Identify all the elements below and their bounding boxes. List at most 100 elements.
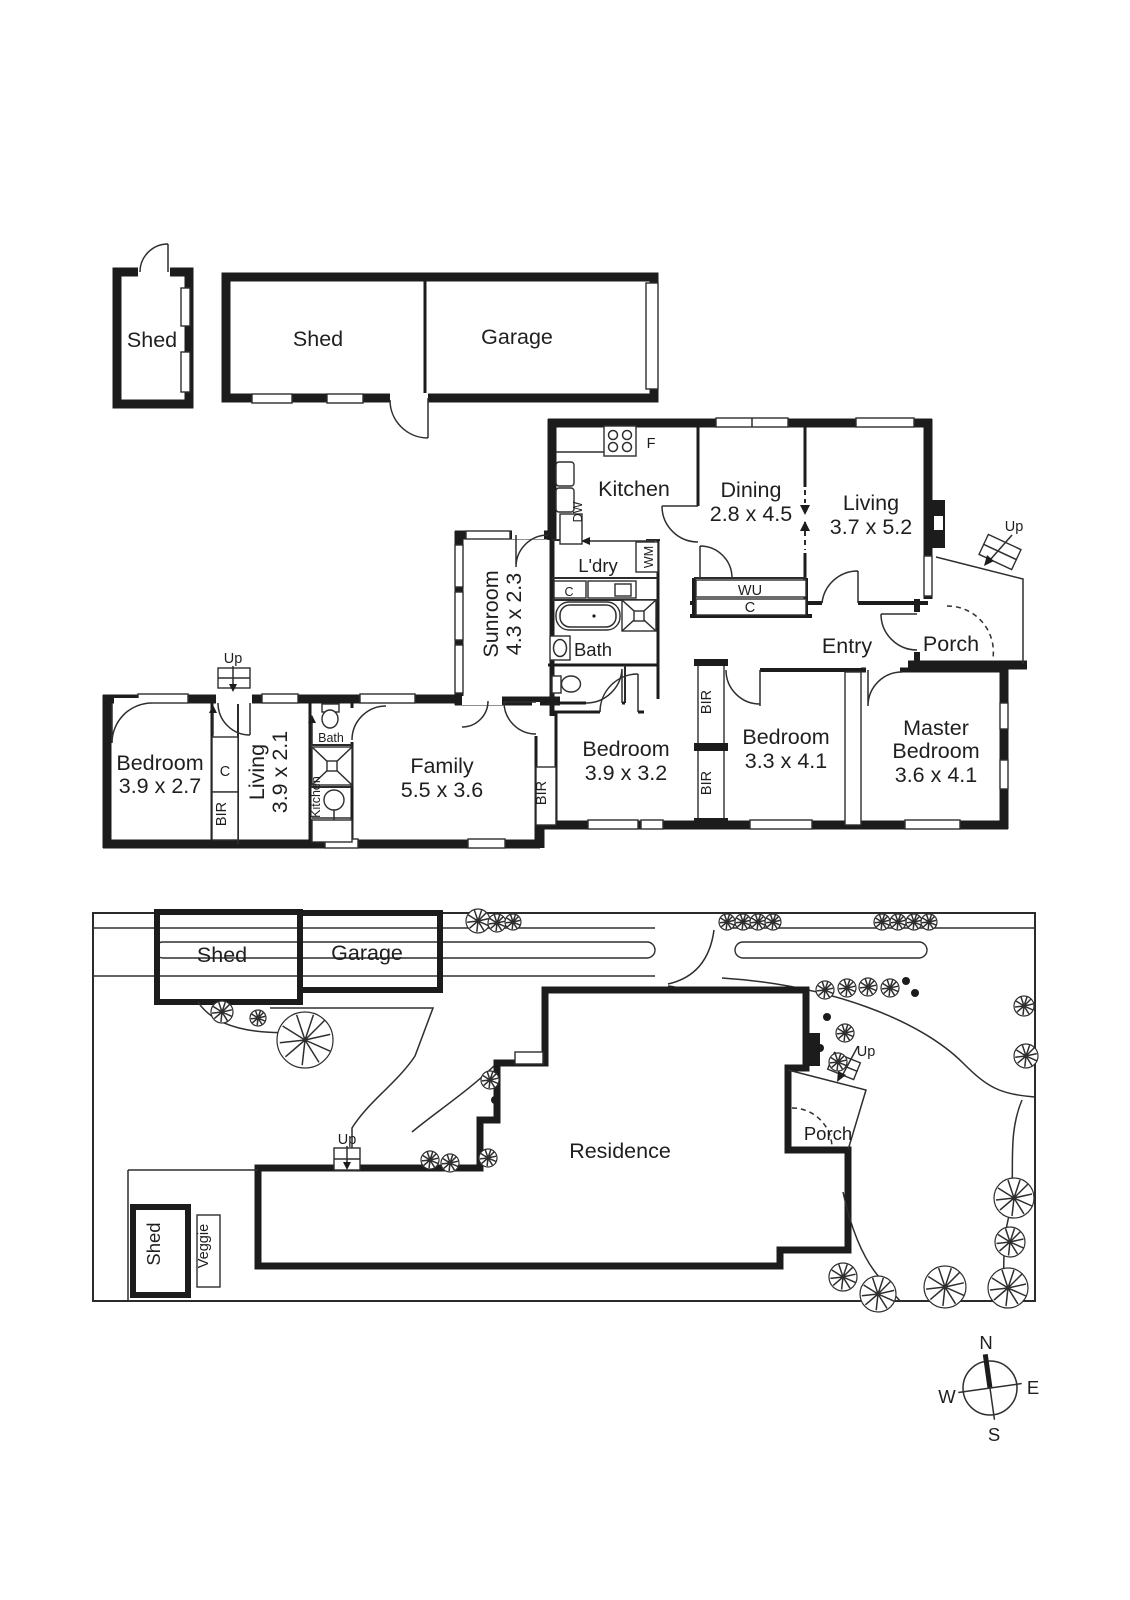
fixture-label-bir: BIR — [534, 781, 550, 805]
floor-plan-windows — [137, 417, 1009, 849]
shed-small-window — [180, 287, 191, 327]
compass-needle-south — [989, 1387, 996, 1420]
floor-plan-doors — [111, 505, 995, 745]
washing-machine — [635, 541, 659, 573]
laundry-cupboard — [553, 580, 587, 599]
dim-label-bedroom3: 3.3 x 4.1 — [745, 749, 827, 773]
bench2 — [311, 819, 353, 843]
dishwasher — [559, 513, 583, 545]
fixture-label-bir: BIR — [699, 690, 715, 714]
shed-window — [326, 393, 364, 404]
site-porch-outline — [787, 1069, 867, 1151]
site-shed-bottom-outline — [130, 1204, 191, 1298]
room-label-bath2: Bath — [318, 731, 344, 745]
room-label-living2: Living — [245, 744, 269, 800]
room-label-kitchen2: Kitchen — [309, 776, 323, 818]
toilet — [551, 675, 562, 694]
shed-window — [251, 393, 293, 404]
bathtub — [555, 601, 621, 631]
label-up-backdoor: Up — [224, 651, 243, 667]
site-boundary — [92, 912, 1036, 1302]
room-label-bedroom3: Bedroom — [742, 725, 829, 749]
garage-window — [645, 282, 659, 390]
site-plan: Shed Garage Residence Porch Up Up Shed V… — [92, 908, 1039, 1314]
fixture-label-bir: BIR — [699, 771, 715, 795]
compass-label-e: E — [1027, 1377, 1039, 1398]
room-label-living: Living — [843, 491, 899, 515]
compass: N E W S — [938, 1332, 1039, 1445]
closet-c — [211, 736, 239, 793]
room-label-porch: Porch — [923, 632, 979, 656]
compass-label-n: N — [979, 1332, 992, 1353]
site-veggie-outline — [196, 1214, 221, 1288]
site-label-garage: Garage — [331, 941, 403, 965]
fixture-label-bir: BIR — [214, 802, 230, 826]
cupboard — [695, 598, 807, 616]
fixture-label-wall-unit: WU — [738, 583, 762, 599]
compass-label-w: W — [938, 1386, 956, 1407]
residence-chimney — [806, 1033, 820, 1066]
room-label-sunroom: Sunroom — [479, 570, 503, 657]
fixture-label-cupboard: C — [745, 600, 755, 616]
chimney-notch — [934, 516, 943, 530]
shed-garage-outline — [221, 272, 659, 403]
room-label-kitchen: Kitchen — [598, 477, 670, 501]
stove — [603, 425, 637, 457]
site-label-residence: Residence — [569, 1139, 671, 1163]
floor-plan-labels: Shed Shed Garage Kitchen F DW WM L'dry C… — [116, 325, 1023, 826]
floor-plan-fixtures — [211, 425, 1024, 843]
site-garage-outline — [297, 910, 443, 993]
shed-small-window — [180, 351, 191, 393]
room-label-shed-large: Shed — [293, 327, 343, 351]
room-label-entry: Entry — [822, 634, 872, 658]
room-label-shed-small: Shed — [127, 328, 177, 352]
dim-label-living: 3.7 x 5.2 — [830, 515, 912, 539]
wall-cavity — [844, 671, 862, 826]
room-label-bedroom2: Bedroom — [582, 737, 669, 761]
dim-label-sunroom: 4.3 x 2.3 — [502, 573, 526, 656]
shed-door-arc — [389, 398, 429, 439]
site-label-up: Up — [338, 1132, 357, 1148]
sink2 — [323, 789, 345, 811]
dim-label-family: 5.5 x 3.6 — [401, 778, 484, 802]
room-label-bath: Bath — [574, 639, 612, 660]
residence-outline — [254, 986, 852, 1270]
sink — [555, 461, 575, 487]
closet-bir — [535, 766, 557, 826]
site-label-veggie: Veggie — [196, 1224, 212, 1268]
dim-label-dining: 2.8 x 4.5 — [710, 502, 793, 526]
room-label-master-1: Master — [903, 716, 969, 740]
room-label-master-2: Bedroom — [892, 739, 979, 763]
site-label-up-porch: Up — [857, 1044, 876, 1060]
shed-door-opening — [390, 393, 428, 403]
sink — [555, 487, 575, 513]
shed-small-door-arc — [139, 243, 169, 273]
fixture-label-dishwasher: DW — [571, 501, 585, 522]
driveway-lane — [734, 941, 928, 959]
fixture-label-cupboard: C — [220, 764, 230, 780]
dim-label-bedroom1: 3.9 x 2.7 — [119, 774, 201, 798]
closet-bir — [697, 747, 725, 823]
outbuildings-top — [112, 243, 659, 439]
site-label-shed-top: Shed — [197, 943, 247, 967]
dim-label-living2: 3.9 x 2.1 — [268, 731, 292, 813]
room-label-family: Family — [410, 754, 474, 778]
closet-bir — [211, 791, 239, 841]
fixture-label-fridge: F — [647, 436, 656, 452]
fixture-label-cupboard: C — [564, 585, 573, 599]
shed-small-door-opening — [138, 266, 170, 277]
room-label-dining: Dining — [721, 478, 782, 502]
dim-label-master: 3.6 x 4.1 — [895, 763, 977, 787]
room-label-garage: Garage — [481, 325, 553, 349]
compass-label-s: S — [988, 1424, 1000, 1445]
wall-unit — [695, 579, 807, 598]
wall — [310, 744, 352, 788]
room-label-laundry: L'dry — [578, 555, 618, 576]
label-up-porch: Up — [1005, 519, 1024, 535]
compass-needle-ew — [958, 1382, 1022, 1394]
site-label-shed-bottom: Shed — [143, 1222, 164, 1265]
fixture-label-washing-machine: WM — [642, 546, 656, 568]
dim-label-bedroom2: 3.9 x 3.2 — [585, 761, 667, 785]
